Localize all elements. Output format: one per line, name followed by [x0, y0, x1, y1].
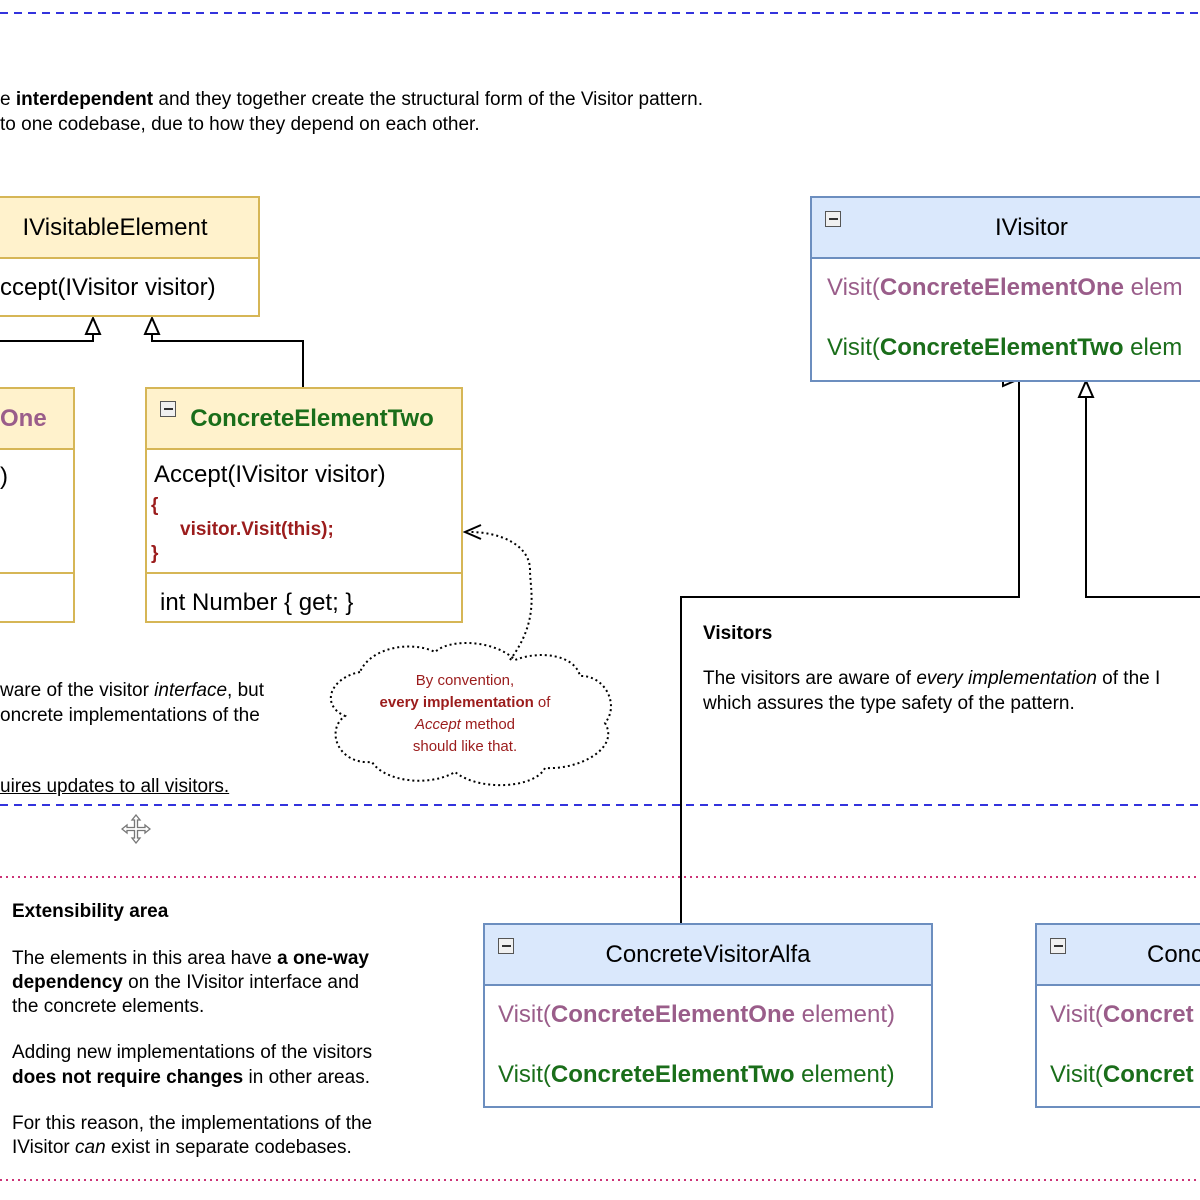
concrete-visitor-alfa-box[interactable]: ConcreteVisitorAlfa Visit(ConcreteElemen… [483, 923, 933, 1108]
ivisitable-element-title: IVisitableElement [22, 213, 208, 241]
cloud-pointer-arrow [462, 524, 482, 540]
extensibility-p1-line-2: dependency on the IVisitor interface and [12, 972, 360, 993]
inheritance-arrow-two [143, 315, 161, 335]
concrete-element-two-header: ConcreteElementTwo [147, 389, 461, 450]
ivisitable-element-header: IVisitableElement [0, 198, 258, 259]
second-visit-two: Visit(Concret [1050, 1061, 1194, 1088]
concrete-element-one-header: One [0, 389, 73, 450]
inheritance-line-two [151, 334, 304, 388]
inheritance-line-one [0, 334, 94, 342]
collapse-icon[interactable] [160, 401, 176, 417]
alfa-visit-two: Visit(ConcreteElementTwo element) [498, 1061, 895, 1088]
concrete-element-one-divider [0, 572, 73, 574]
concrete-element-two-divider [147, 572, 461, 574]
inheritance-line-alfa [680, 378, 1020, 923]
cloud-line-1: By convention, [415, 672, 515, 689]
cloud-text: By convention, every implementation of A… [345, 670, 585, 758]
collapse-icon[interactable] [1050, 938, 1066, 954]
convention-cloud [329, 642, 612, 787]
concrete-visitor-second-title: Conc [1147, 940, 1200, 968]
cloud-line-2: every implementation of [379, 694, 551, 711]
second-visit-one: Visit(Concret [1050, 1001, 1194, 1028]
cloud-line-4: should like that. [412, 738, 518, 755]
move-cursor-icon [121, 814, 151, 844]
visitors-note-title: Visitors [703, 623, 773, 644]
ivisitor-title: IVisitor [995, 213, 1068, 241]
ivisitable-accept-method: ccept(IVisitor visitor) [0, 274, 216, 301]
concrete-element-one-method: ) [0, 463, 8, 490]
extensibility-p2-line-1: Adding new implementations of the visito… [12, 1042, 373, 1063]
extensibility-p1-line-3: the concrete elements. [12, 996, 205, 1017]
collapse-icon[interactable] [498, 938, 514, 954]
intro-line-2: to one codebase, due to how they depend … [0, 114, 480, 135]
inheritance-arrow-one [84, 315, 102, 335]
ivisitor-visit-one: Visit(ConcreteElementOne elem [827, 274, 1183, 301]
method-brace-close: } [151, 543, 159, 564]
method-brace-open: { [151, 495, 159, 516]
concrete-element-two-method: Accept(IVisitor visitor) [154, 461, 386, 488]
cloud-line-3: Accept method [414, 716, 516, 733]
inheritance-arrow-second [1077, 378, 1095, 398]
concrete-element-two-box[interactable]: ConcreteElementTwo Accept(IVisitor visit… [145, 387, 463, 623]
ivisitor-header: IVisitor [812, 198, 1200, 259]
ivisitor-visit-two: Visit(ConcreteElementTwo elem [827, 334, 1183, 361]
extensibility-p3-line-2: IVisitor can exist in separate codebases… [12, 1137, 352, 1158]
method-body: visitor.Visit(this); [180, 519, 334, 540]
ivisitable-element-box[interactable]: IVisitableElement ccept(IVisitor visitor… [0, 196, 260, 317]
left-note-line-2: oncrete implementations of the [0, 705, 260, 726]
alfa-visit-one: Visit(ConcreteElementOne element) [498, 1001, 896, 1028]
visitors-note-line-1: The visitors are aware of every implemen… [703, 668, 1161, 689]
extensibility-p3-line-1: For this reason, the implementations of … [12, 1113, 373, 1134]
inheritance-line-second [1085, 397, 1200, 598]
concrete-element-two-property: int Number { get; } [160, 589, 354, 616]
concrete-visitor-second-header: Conc [1037, 925, 1200, 986]
left-note-line-3: uires updates to all visitors. [0, 776, 230, 797]
ivisitor-box[interactable]: IVisitor Visit(ConcreteElementOne elem V… [810, 196, 1200, 382]
extensibility-p2-line-2: does not require changes in other areas. [12, 1067, 370, 1088]
extensibility-title: Extensibility area [12, 901, 169, 922]
concrete-visitor-alfa-header: ConcreteVisitorAlfa [485, 925, 931, 986]
concrete-visitor-second-box[interactable]: Conc Visit(Concret Visit(Concret [1035, 923, 1200, 1108]
visitors-note-line-2: which assures the type safety of the pat… [703, 693, 1075, 714]
concrete-element-one-title: One [0, 404, 47, 432]
left-note-line-1: ware of the visitor interface, but [0, 680, 265, 701]
concrete-element-two-title: ConcreteElementTwo [190, 404, 434, 432]
cloud-pointer-line [469, 531, 533, 661]
concrete-element-one-box[interactable]: One ) [0, 387, 75, 623]
extensibility-p1-line-1: The elements in this area have a one-way [12, 948, 369, 969]
concrete-visitor-alfa-title: ConcreteVisitorAlfa [605, 940, 811, 968]
collapse-icon[interactable] [825, 211, 841, 227]
intro-line-1: e interdependent and they together creat… [0, 89, 703, 110]
